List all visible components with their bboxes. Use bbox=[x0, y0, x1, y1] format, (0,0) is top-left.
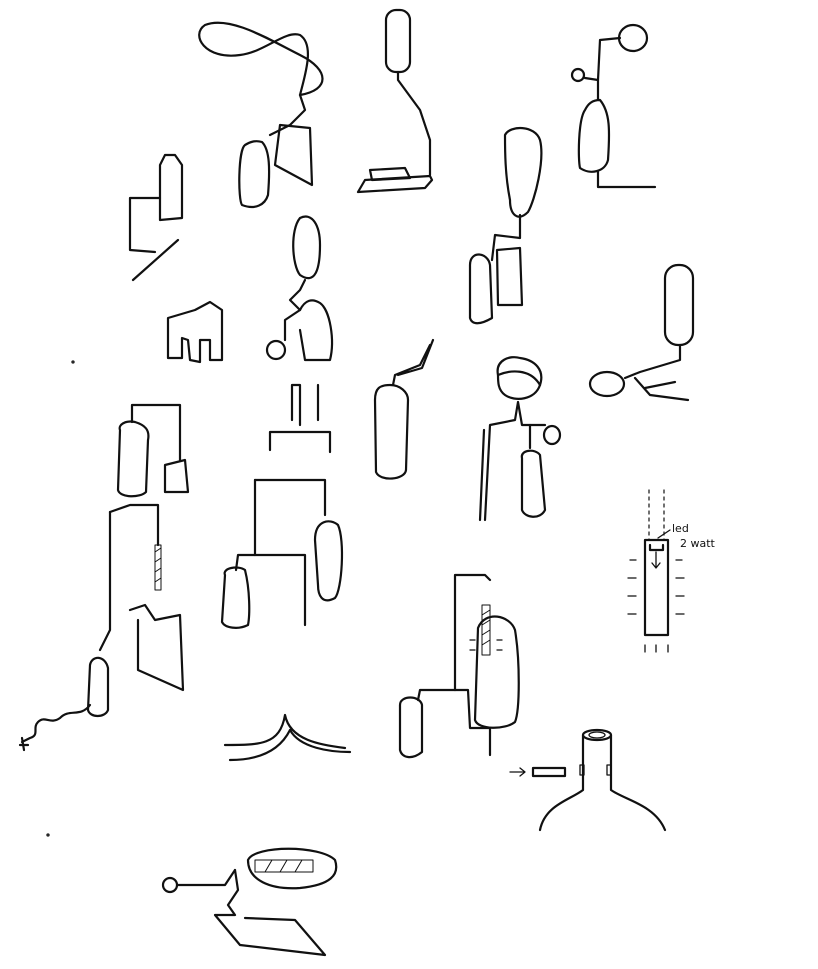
sketch-led-detail: led 2 watt bbox=[627, 489, 716, 653]
sketch-pendant-pair bbox=[468, 127, 543, 325]
sketch-ball-lens-lamp bbox=[161, 847, 338, 957]
sketch-round-cap-lamp bbox=[570, 23, 657, 189]
sketch-knot-lamp bbox=[198, 21, 324, 209]
annotation-watt: 2 watt bbox=[680, 537, 716, 550]
sketch-tower-lamp bbox=[220, 383, 352, 762]
annotation-led: led bbox=[672, 522, 689, 535]
sketch-bottle-cross bbox=[128, 153, 184, 282]
sketch-capsule-curl-lamp bbox=[373, 338, 435, 480]
sketch-loop-disc-lamp bbox=[265, 215, 334, 362]
stray-dot bbox=[46, 833, 50, 837]
sketch-hatched-cord-lamp bbox=[18, 403, 190, 752]
sketch-bulb-pipe-lamp bbox=[478, 356, 562, 522]
sketch-pendant-hatched-lamp bbox=[398, 573, 520, 759]
sketch-vase-section bbox=[509, 728, 667, 832]
sketch-block-chair bbox=[166, 300, 224, 364]
stray-dot bbox=[71, 360, 75, 364]
sketch-pill-ring-lamp bbox=[588, 263, 695, 402]
sketch-pill-lamp-base bbox=[356, 8, 434, 194]
